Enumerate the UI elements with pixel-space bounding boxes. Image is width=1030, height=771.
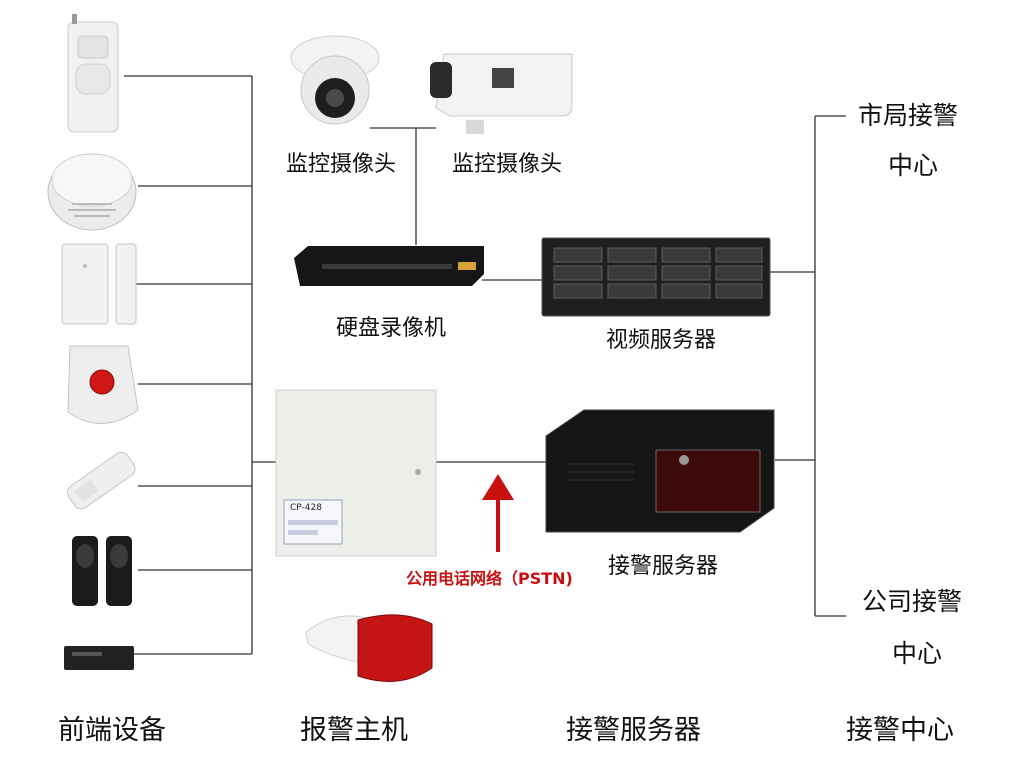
- dvr-label: 硬盘录像机: [336, 316, 447, 341]
- alarm-server-label: 接警服务器: [608, 554, 719, 579]
- network-module: [62, 640, 138, 678]
- bullet-camera-label: 监控摄像头: [452, 152, 563, 177]
- company-center-label-line2: 中心: [892, 639, 943, 668]
- footer-alarm-center: 接警中心: [846, 715, 954, 746]
- alarm-server-chassis: [544, 408, 776, 538]
- panic-button: [62, 340, 144, 439]
- infrared-beam-detector: [68, 530, 138, 616]
- video-server-rack: [540, 236, 772, 322]
- siren-strobe: [300, 602, 440, 698]
- smoke-detector: [44, 140, 140, 239]
- city-center-label-line2: 中心: [888, 151, 939, 180]
- pstn-label: 公用电话网络（PSTN): [406, 569, 573, 588]
- dvr-recorder: [292, 244, 486, 292]
- city-center-label-line1: 市局接警: [858, 101, 959, 130]
- alarm-host-panel: CP-428: [274, 388, 438, 562]
- company-center-label-line1: 公司接警: [862, 587, 963, 616]
- footer-front-devices: 前端设备: [58, 715, 166, 746]
- footer-alarm-host: 报警主机: [300, 715, 408, 746]
- door-magnetic-sensor: [60, 240, 140, 332]
- dome-camera-label: 监控摄像头: [286, 152, 397, 177]
- wireless-sensor: [56, 440, 146, 529]
- dome-camera: [290, 28, 380, 142]
- panel-model-label: CP-428: [290, 503, 322, 513]
- pir-motion-detector: [58, 14, 128, 138]
- footer-alarm-servers: 接警服务器: [566, 715, 701, 746]
- video-server-label: 视频服务器: [606, 328, 717, 353]
- bullet-camera: [426, 44, 576, 143]
